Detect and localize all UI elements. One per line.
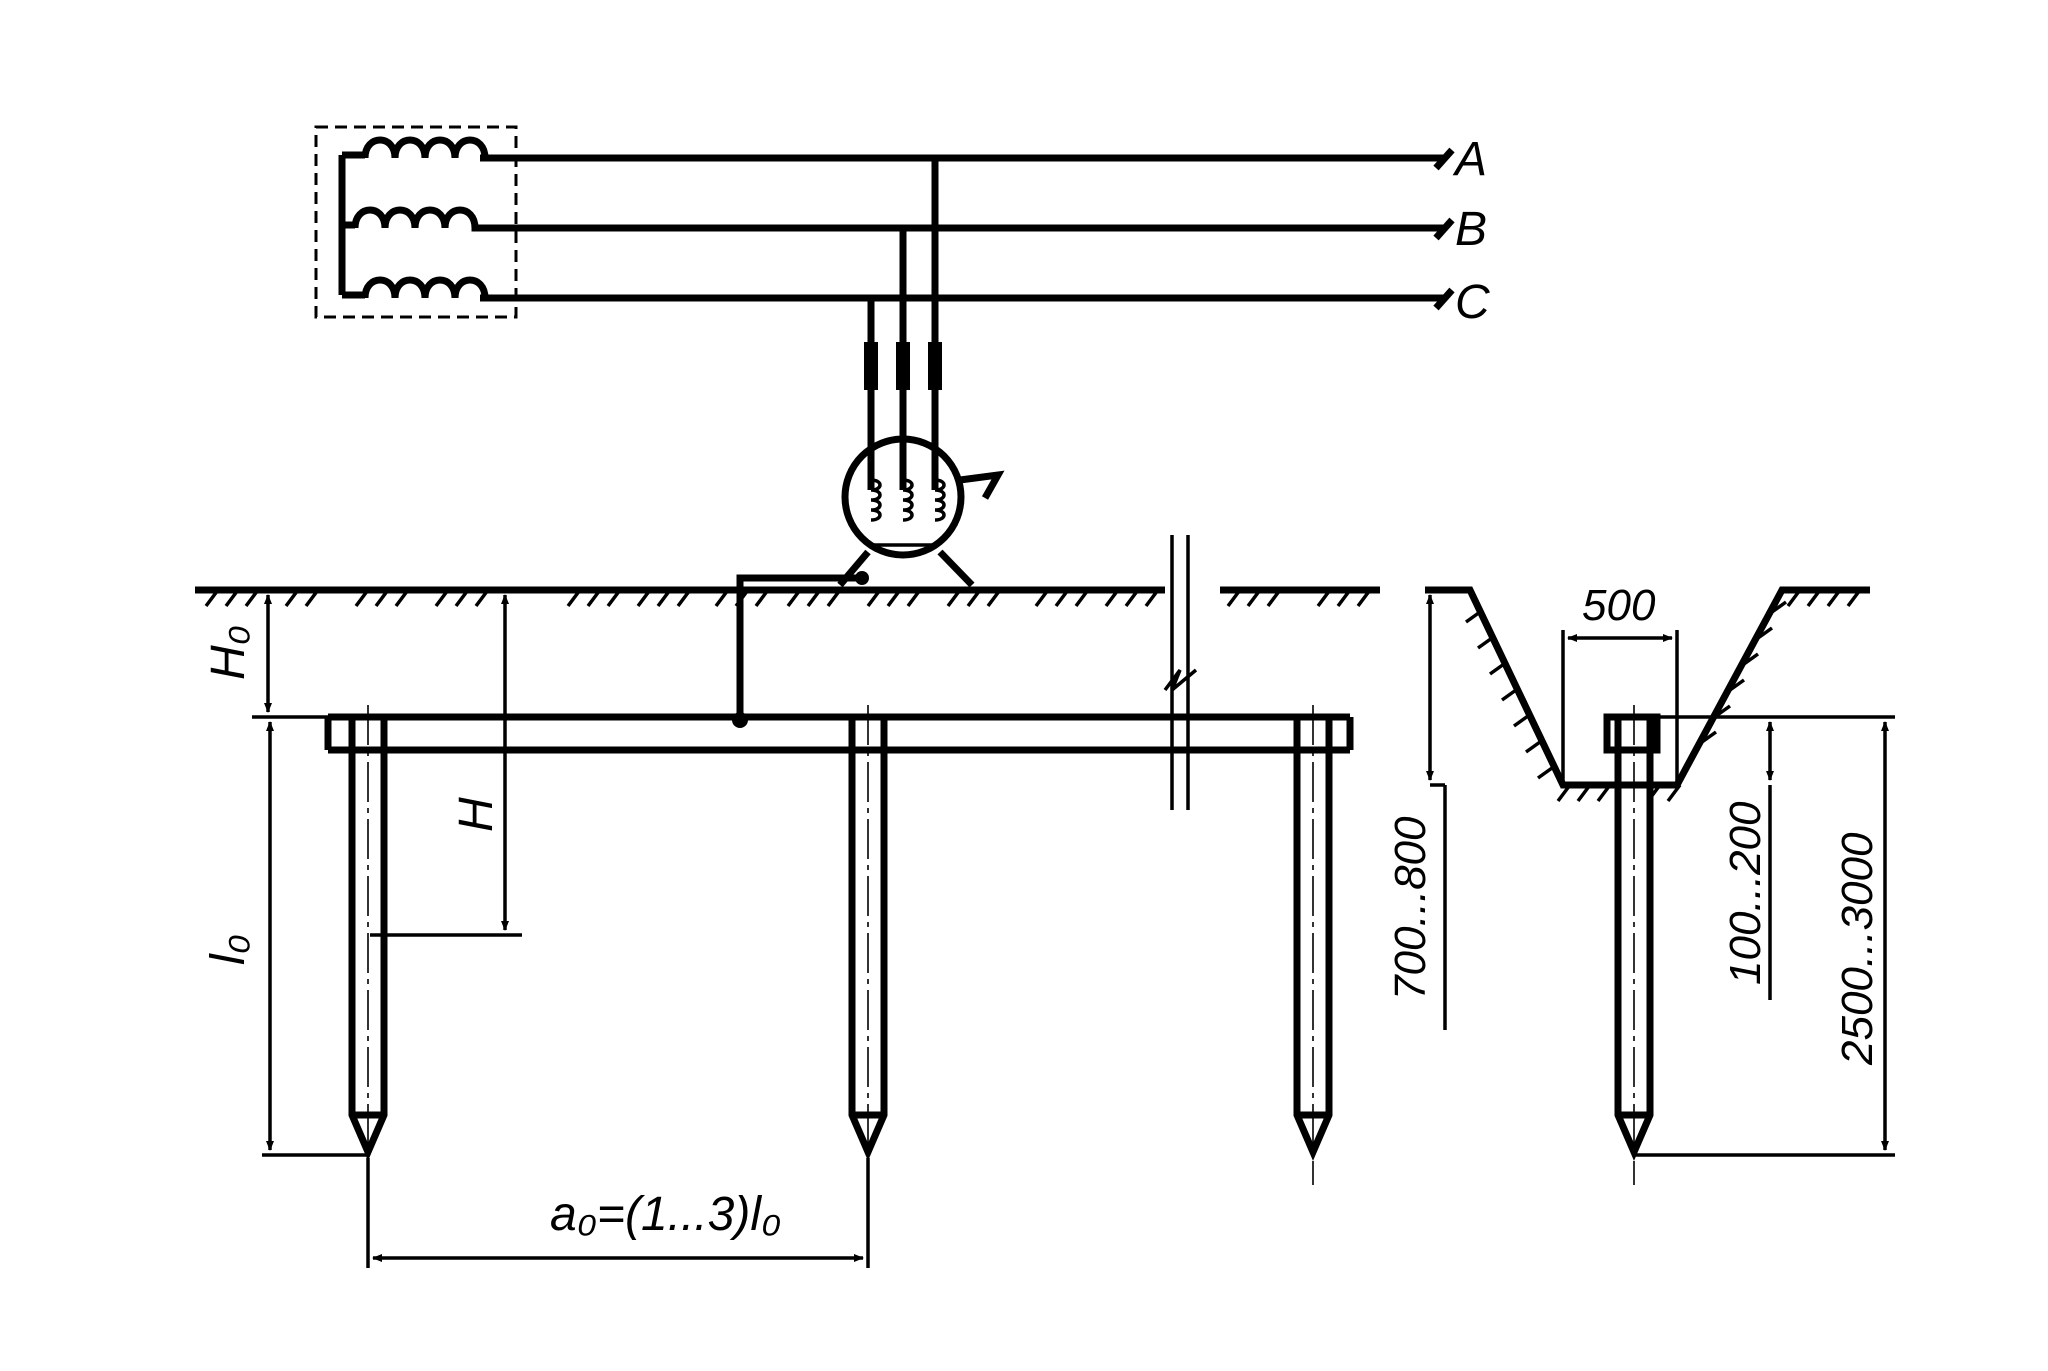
transformer-box bbox=[314, 125, 518, 319]
phase-a-label: A bbox=[1452, 133, 1487, 186]
fuse-icon bbox=[896, 342, 910, 390]
spacing-label: a₀=(1...3)l₀ bbox=[550, 1188, 781, 1241]
trench-depth-label: 700...800 bbox=[1386, 816, 1435, 1000]
ground-rod bbox=[348, 705, 388, 1175]
phase-b-label: B bbox=[1455, 203, 1487, 256]
trench-width-label: 500 bbox=[1582, 581, 1656, 630]
dimension-lines-left bbox=[252, 594, 870, 1268]
phase-c-label: C bbox=[1455, 276, 1490, 329]
ground-strip bbox=[324, 713, 1354, 754]
phase-lines bbox=[480, 147, 1455, 311]
fuse-icon bbox=[864, 342, 878, 390]
dimension-lines-right bbox=[1426, 594, 1895, 1157]
ground-rod bbox=[1293, 705, 1333, 1185]
ground-surface bbox=[195, 586, 1380, 608]
depth-mid-label: H bbox=[450, 797, 503, 832]
strip-offset-label: 100...200 bbox=[1721, 801, 1770, 985]
ground-lead bbox=[736, 574, 862, 720]
break-symbol bbox=[1163, 535, 1198, 810]
rod-length-label: l₀ bbox=[202, 934, 255, 965]
motor-feed bbox=[864, 158, 942, 490]
motor-icon bbox=[837, 435, 1005, 588]
depth-top-label: H₀ bbox=[202, 625, 255, 680]
ground-rod bbox=[848, 705, 888, 1175]
rod-range-label: 2500...3000 bbox=[1833, 832, 1882, 1066]
fuse-icon bbox=[928, 342, 942, 390]
trench-section bbox=[1425, 586, 1870, 1185]
